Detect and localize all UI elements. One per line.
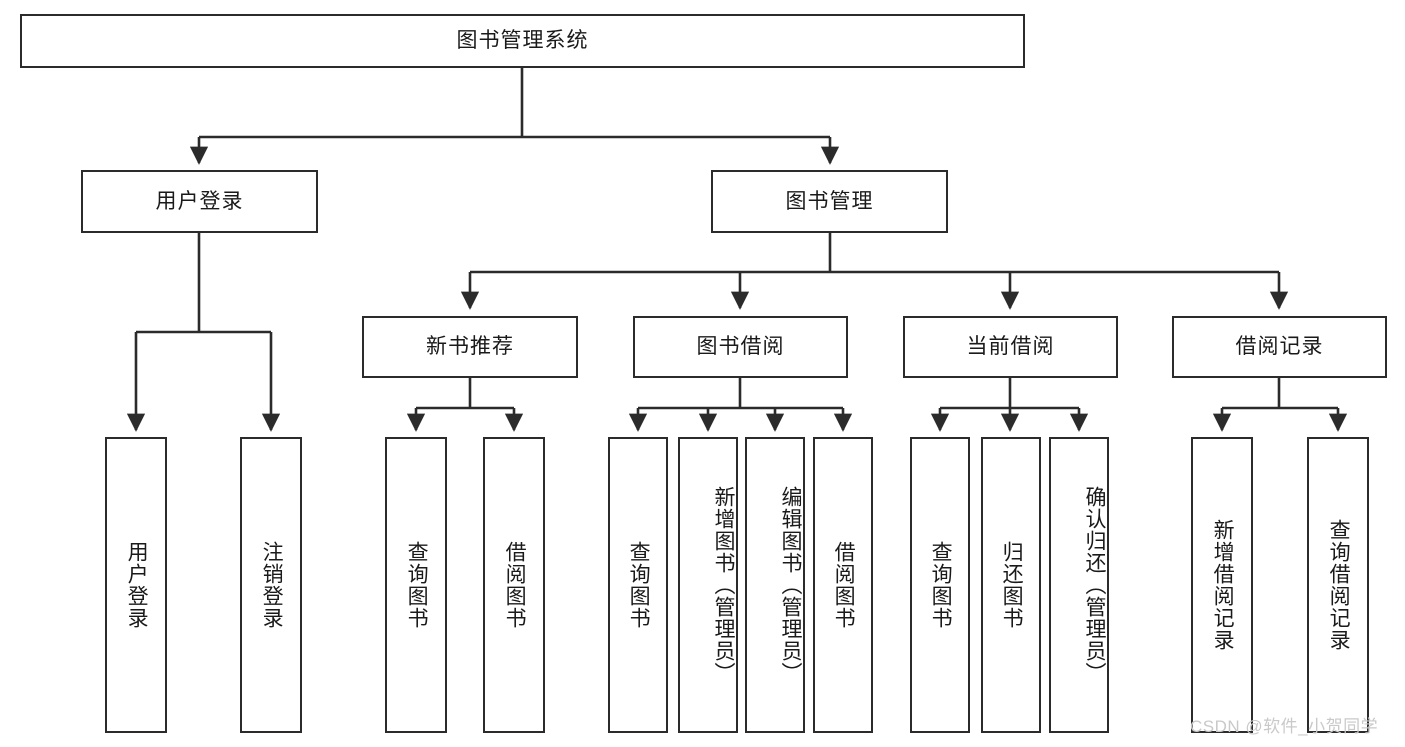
leaf-current-confirm-return-admin[interactable]: 确认归还（管理员） [1049, 437, 1109, 733]
leaf-borrow-query-book[interactable]: 查询图书 [608, 437, 668, 733]
node-borrow-record[interactable]: 借阅记录 [1172, 316, 1387, 378]
leaf-user-login-logout[interactable]: 注销登录 [240, 437, 302, 733]
node-new-book-recommend-label: 新书推荐 [426, 335, 514, 359]
leaf-borrow-add-book-admin[interactable]: 新增图书（管理员） [678, 437, 738, 733]
node-current-borrow-label: 当前借阅 [966, 335, 1055, 359]
node-user-login-label: 用户登录 [155, 189, 244, 213]
node-current-borrow[interactable]: 当前借阅 [903, 316, 1118, 378]
leaf-record-add-record[interactable]: 新增借阅记录 [1191, 437, 1253, 733]
leaf-label: 归还图书 [1000, 541, 1024, 629]
leaf-label: 编辑图书（管理员） [779, 486, 802, 684]
leaf-borrow-edit-book-admin[interactable]: 编辑图书（管理员） [745, 437, 805, 733]
leaf-current-return-book[interactable]: 归还图书 [981, 437, 1041, 733]
leaf-label: 新增图书（管理员） [712, 486, 735, 684]
node-book-management-label: 图书管理 [785, 189, 874, 213]
node-borrow-record-label: 借阅记录 [1235, 335, 1324, 359]
csdn-watermark: CSDN @软件_小贺同学 [1190, 717, 1379, 736]
node-root[interactable]: 图书管理系统 [20, 14, 1025, 68]
leaf-label: 确认归还（管理员） [1083, 486, 1106, 684]
leaf-new-book-borrow[interactable]: 借阅图书 [483, 437, 545, 733]
leaf-label: 注销登录 [260, 541, 284, 629]
node-new-book-recommend[interactable]: 新书推荐 [362, 316, 578, 378]
node-book-borrow[interactable]: 图书借阅 [633, 316, 848, 378]
node-user-login[interactable]: 用户登录 [81, 170, 318, 233]
leaf-new-book-query[interactable]: 查询图书 [385, 437, 447, 733]
leaf-borrow-borrow-book[interactable]: 借阅图书 [813, 437, 873, 733]
leaf-label: 查询图书 [405, 541, 429, 629]
leaf-label: 借阅图书 [503, 541, 527, 629]
leaf-label: 用户登录 [125, 541, 149, 629]
leaf-label: 查询图书 [929, 541, 953, 629]
node-book-management[interactable]: 图书管理 [711, 170, 948, 233]
leaf-label: 借阅图书 [832, 541, 856, 629]
leaf-user-login-login[interactable]: 用户登录 [105, 437, 167, 733]
node-book-borrow-label: 图书借阅 [696, 335, 785, 359]
leaf-record-query-record[interactable]: 查询借阅记录 [1307, 437, 1369, 733]
leaf-label: 查询图书 [627, 541, 651, 629]
node-root-label: 图书管理系统 [456, 29, 589, 53]
leaf-current-query-book[interactable]: 查询图书 [910, 437, 970, 733]
leaf-label: 新增借阅记录 [1211, 519, 1235, 651]
leaf-label: 查询借阅记录 [1327, 519, 1351, 651]
